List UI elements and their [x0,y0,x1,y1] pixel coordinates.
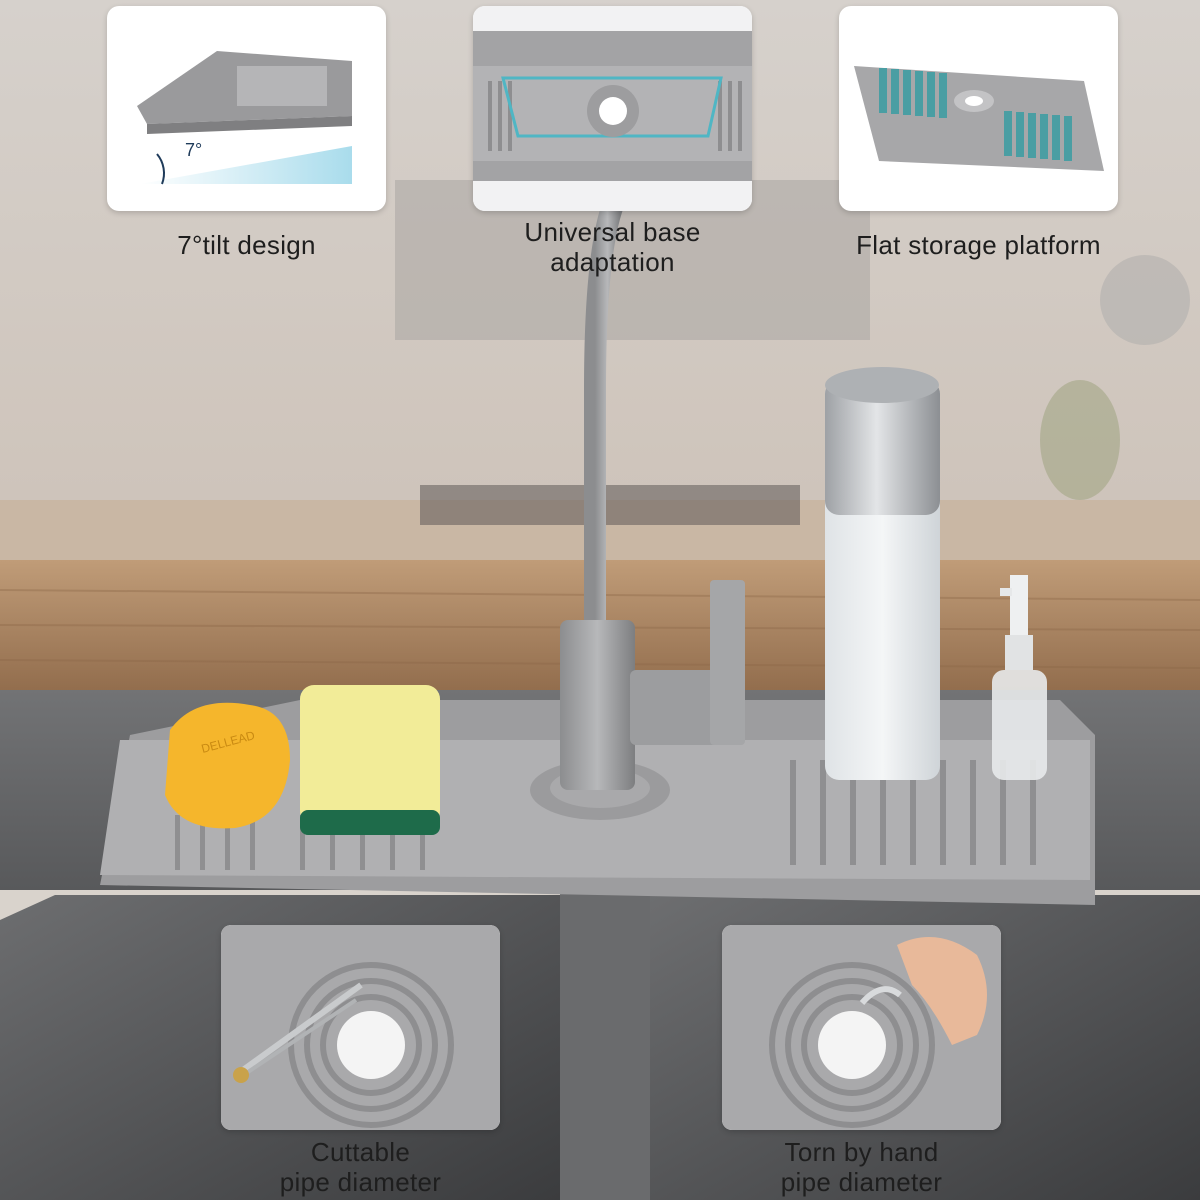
cuttable-card [221,925,500,1130]
tilt-illustration: 7° [137,51,352,185]
tilt-caption: 7°tilt design [107,230,386,260]
flat-storage-card [839,6,1118,211]
universal-caption: Universal base adaptation [473,217,752,277]
flat-storage-illustration [854,66,1104,171]
cuttable-caption-line2: pipe diameter [279,1167,442,1197]
cuttable-caption-line1: Cuttable [310,1137,411,1167]
tilt-design-card: 7° [107,6,386,211]
universal-caption-line2: adaptation [550,247,675,277]
torn-caption-line1: Torn by hand [784,1137,939,1167]
tilt-caption-text: 7°tilt design [177,230,316,260]
torn-caption-line2: pipe diameter [780,1167,943,1197]
cuttable-caption: Cuttable pipe diameter [221,1137,500,1197]
torn-caption: Torn by hand pipe diameter [722,1137,1001,1197]
cuttable-illustration [221,925,500,1130]
universal-base-card [473,6,752,211]
universal-base-illustration [473,6,752,211]
universal-caption-line1: Universal base [524,217,701,247]
flat-caption: Flat storage platform [839,230,1118,260]
flat-caption-text: Flat storage platform [856,230,1101,260]
torn-illustration [722,925,1001,1130]
tilt-angle-label: 7° [185,140,202,160]
torn-card [722,925,1001,1130]
